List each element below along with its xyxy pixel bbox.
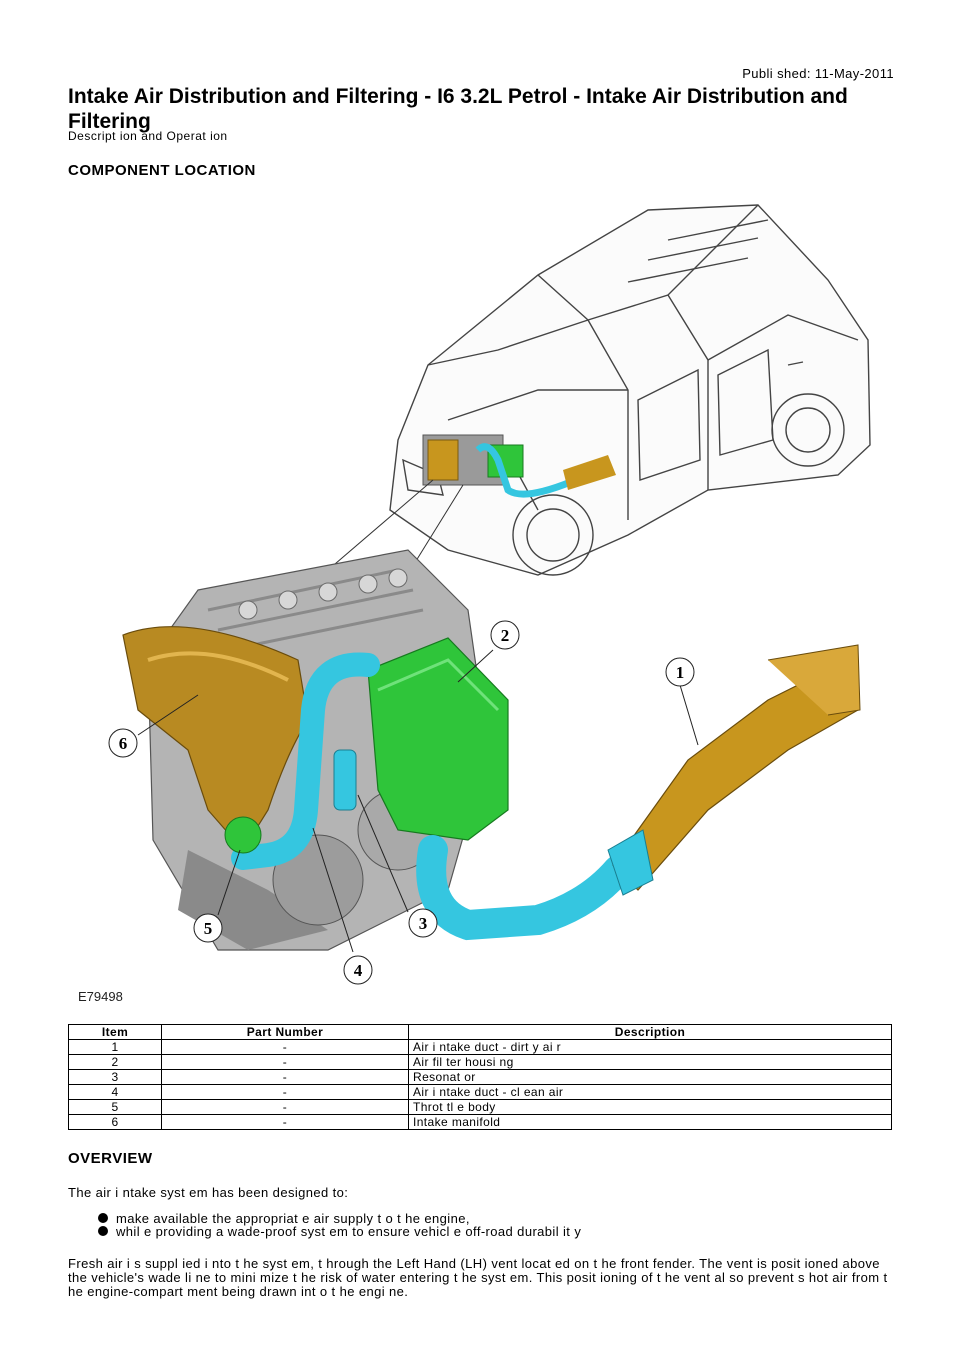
- component-location-heading: COMPONENT LOCATION: [68, 162, 256, 179]
- air-filter-housing: [367, 637, 509, 841]
- cell-part: -: [161, 1069, 409, 1085]
- cell-part: -: [161, 1039, 409, 1055]
- col-description: Description: [408, 1024, 892, 1040]
- vehicle-outline: [389, 204, 871, 576]
- clean-air-duct: [231, 652, 380, 870]
- page-subtitle: Descript ion and Operat ion: [68, 129, 228, 143]
- callout-4: 4: [343, 955, 373, 985]
- col-item: Item: [68, 1024, 162, 1040]
- cell-item: 1: [68, 1039, 162, 1055]
- bullet-icon: [98, 1213, 108, 1223]
- callout-3-label: 3: [419, 914, 428, 933]
- throttle-body: [224, 816, 262, 854]
- published-date: Publi shed: 11-May-2011: [742, 66, 894, 81]
- callout-5: 5: [193, 913, 223, 943]
- callout-5-label: 5: [204, 919, 213, 938]
- resonator: [333, 749, 357, 811]
- col-part-number: Part Number: [161, 1024, 409, 1040]
- cell-desc: Intake manifold: [408, 1114, 892, 1130]
- cell-item: 6: [68, 1114, 162, 1130]
- bullet-text: whil e providing a wade-proof syst em to…: [116, 1224, 582, 1239]
- table-row: 2-Air fil ter housi ng: [68, 1054, 892, 1070]
- callout-2: 2: [490, 620, 520, 650]
- table-header-row: Item Part Number Description: [68, 1024, 892, 1040]
- callout-3: 3: [408, 908, 438, 938]
- cell-item: 3: [68, 1069, 162, 1085]
- bullet-icon: [98, 1226, 108, 1236]
- cell-item: 4: [68, 1084, 162, 1100]
- cell-item: 5: [68, 1099, 162, 1115]
- bullet-text: make available the appropriat e air supp…: [116, 1211, 470, 1226]
- cell-item: 2: [68, 1054, 162, 1070]
- table-row: 6-Intake manifold: [68, 1114, 892, 1130]
- table-row: 3-Resonat or: [68, 1069, 892, 1085]
- cell-desc: Throt tl e body: [408, 1099, 892, 1115]
- list-item: make available the appropriat e air supp…: [96, 1212, 581, 1225]
- cell-desc: Air i ntake duct - dirt y ai r: [408, 1039, 892, 1055]
- overview-intro: The air i ntake syst em has been designe…: [68, 1185, 349, 1200]
- callout-badges: 1 2 3 4 5 6: [108, 620, 695, 985]
- cell-part: -: [161, 1099, 409, 1115]
- lower-intake-duct: [416, 835, 633, 941]
- component-illustration: 1 2 3 4 5 6: [108, 204, 871, 985]
- table-row: 5-Throt tl e body: [68, 1099, 892, 1115]
- parts-table: Item Part Number Description 1-Air i nta…: [68, 1024, 892, 1130]
- callout-2-label: 2: [501, 626, 510, 645]
- engine-in-vehicle: [422, 434, 616, 498]
- cell-desc: Air fil ter housi ng: [408, 1054, 892, 1070]
- cell-part: -: [161, 1114, 409, 1130]
- callouts: [137, 649, 699, 953]
- overview-heading: OVERVIEW: [68, 1150, 153, 1167]
- overview-bullets: make available the appropriat e air supp…: [96, 1212, 581, 1238]
- cell-part: -: [161, 1054, 409, 1070]
- callout-6: 6: [108, 728, 138, 758]
- cell-part: -: [161, 1084, 409, 1100]
- table-row: 4-Air i ntake duct - cl ean air: [68, 1084, 892, 1100]
- table-row: 1-Air i ntake duct - dirt y ai r: [68, 1039, 892, 1055]
- list-item: whil e providing a wade-proof syst em to…: [96, 1225, 581, 1238]
- callout-1-label: 1: [676, 663, 685, 682]
- callout-1: 1: [665, 657, 695, 687]
- callout-4-label: 4: [354, 961, 363, 980]
- callout-6-label: 6: [119, 734, 128, 753]
- page-title: Intake Air Distribution and Filtering - …: [68, 85, 848, 133]
- cell-desc: Air i ntake duct - cl ean air: [408, 1084, 892, 1100]
- overview-paragraph: Fresh air i s suppl ied i nto t he syst …: [68, 1256, 888, 1299]
- figure-id: E79498: [78, 989, 123, 1004]
- cell-desc: Resonat or: [408, 1069, 892, 1085]
